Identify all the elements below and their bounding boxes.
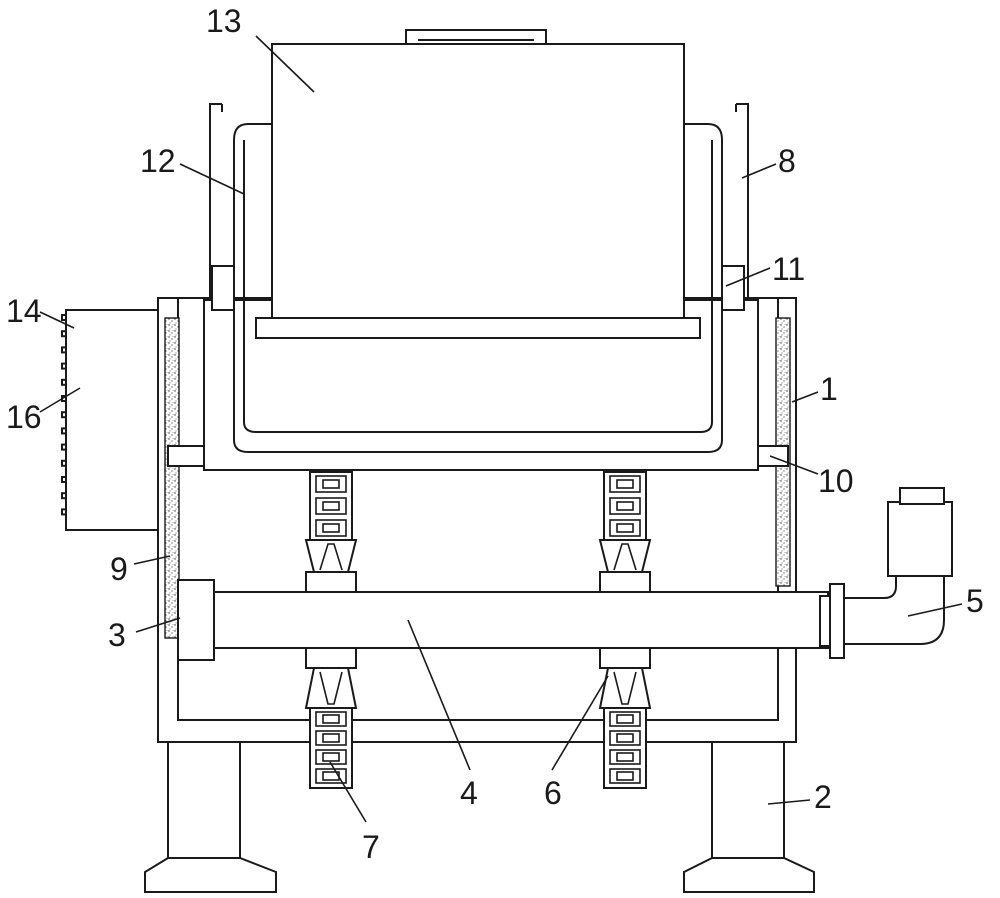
rail-link [315,730,347,746]
label-9: 9 [110,551,128,587]
container [255,29,701,339]
label-1: 1 [820,371,838,407]
rail-slot [322,714,340,724]
label-10: 10 [818,463,854,499]
rail-slot [616,752,634,762]
label-3: 3 [108,617,126,653]
rail-slot [616,501,634,511]
upper-rail [603,471,647,541]
rail-slot [322,523,340,533]
rail-link [315,768,347,784]
lower-rail [309,707,353,789]
label-12: 12 [140,143,176,179]
upper-clamp-wedge [613,543,637,571]
lower-clamp-wedge [319,671,343,705]
part-labels: 13 12 8 11 14 16 1 10 9 5 3 4 6 2 7 [6,3,984,865]
rail-link [609,519,641,537]
upper-collar [599,571,651,593]
lower-collar [599,647,651,669]
lower-rail [603,707,647,789]
lower-clamp-wedge [613,671,637,705]
label-7: 7 [362,829,380,865]
rail-slot [616,714,634,724]
label-6: 6 [544,775,562,811]
lower-clamp [304,667,358,709]
lower-clamp [598,667,652,709]
support-legs [144,741,815,893]
label-16: 16 [6,399,42,435]
lower-collar [305,647,357,669]
rail-slot [616,479,634,489]
upper-collar [305,571,357,593]
rail-link [609,497,641,515]
rail-slot [322,501,340,511]
rail-slot [322,733,340,743]
hinge-blocks [211,265,745,311]
rail-slot [616,771,634,781]
rail-link [609,749,641,765]
rail-link [609,711,641,727]
leader-lines [39,35,963,823]
rail-slot [322,752,340,762]
label-4: 4 [460,775,478,811]
label-8: 8 [778,143,796,179]
rail-link [315,519,347,537]
rail-slot [616,523,634,533]
label-13: 13 [206,3,242,39]
rail-link [315,711,347,727]
upper-clamp-wedge [319,543,343,571]
rail-slot [322,479,340,489]
lifting-assemblies [304,471,652,789]
elbow-outlet [819,487,953,659]
rail-link [609,475,641,493]
rail-link [609,768,641,784]
rail-link [315,497,347,515]
rail-link [609,730,641,746]
label-11: 11 [772,251,805,287]
label-2: 2 [814,779,832,815]
label-14: 14 [6,293,42,329]
label-5: 5 [966,583,984,619]
rail-link [315,475,347,493]
rail-slot [616,733,634,743]
feed-pipe [177,579,829,661]
